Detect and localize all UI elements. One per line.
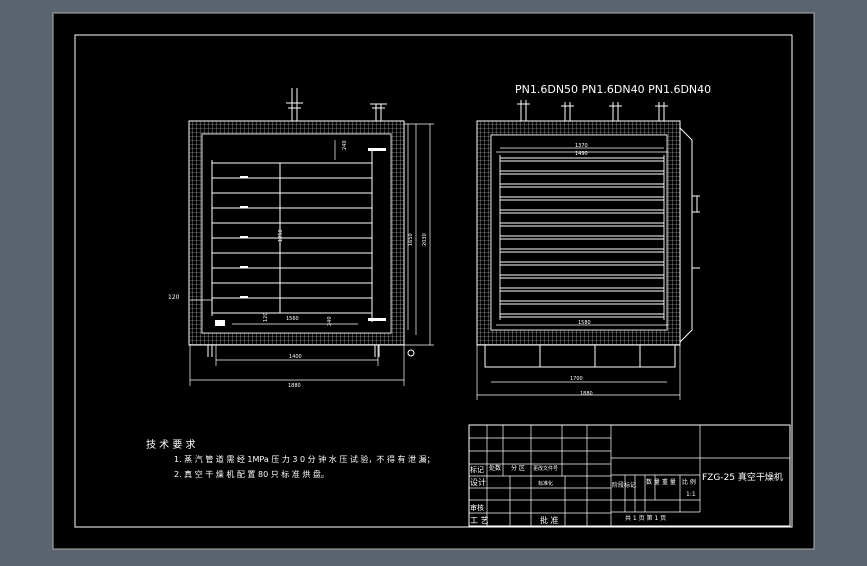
technical-notes: 技 术 要 求 1. 蒸 汽 管 道 需 经 1MPa 压 力 3 0 分 钟 …: [146, 438, 435, 479]
side-chamber: [490, 134, 668, 331]
tb-scale-value: 1:1: [686, 491, 696, 498]
tb-label-fenqu: 分 区: [511, 464, 525, 472]
side-top-pipes: [517, 100, 668, 121]
tb-label-shenhe: 审核: [470, 503, 484, 512]
drawing-sheet: [52, 12, 815, 550]
notes-heading: 技 术 要 求: [146, 438, 196, 451]
dim-right-outer: 2030: [422, 233, 428, 246]
side-shelves: [499, 155, 665, 320]
dim-side-top-2: 1490: [575, 151, 588, 157]
pipe-spec-label: PN1.6DN50 PN1.6DN40 PN1.6DN40: [515, 83, 711, 96]
front-shelves: [211, 150, 373, 322]
side-door: [679, 127, 700, 343]
notes-item-2: 2. 真 空 干 燥 机 配 置 80 只 标 准 烘 盘。: [174, 469, 329, 479]
dim-side-outer: 1880: [580, 391, 593, 397]
tb-label-gongyi: 工 艺: [470, 516, 489, 525]
tb-label-chushu: 处数: [489, 464, 501, 472]
dim-right-inner: 1650: [408, 233, 414, 246]
dim-shelf-width: 1560: [286, 316, 299, 322]
side-base-frame: [484, 344, 676, 368]
dim-side-shelf: 1580: [578, 320, 591, 326]
front-dimension-lines: [189, 123, 434, 386]
tb-label-biaoji: 标记: [470, 465, 484, 474]
title-block: 标记 处数 分 区 更改文件号 设计 标准化 审核 工 艺 批 准 阶段标记 数…: [468, 424, 791, 527]
tb-label-shuliang: 数 量: [646, 478, 660, 486]
front-bottom-fittings: [207, 345, 415, 357]
title-block-frame: [468, 424, 791, 527]
dim-left-120: 120: [168, 294, 180, 301]
dim-side-top-1: 1370: [575, 143, 588, 149]
notes-item-1: 1. 蒸 汽 管 道 需 经 1MPa 压 力 3 0 分 钟 水 压 试 验，…: [174, 454, 435, 464]
front-view: 240 120 1250 1650 2030 120 1560 240 1400…: [168, 88, 434, 389]
title-block-grid: [469, 425, 790, 526]
drawing-border: [74, 34, 793, 528]
dim-bottom-120: 120: [263, 312, 269, 322]
dim-side-inner: 1700: [570, 376, 583, 382]
side-dimension-lines: [476, 147, 681, 400]
dim-width-outer: 1880: [288, 383, 301, 389]
tb-label-pizhun: 批 准: [540, 515, 559, 525]
side-view: 1370 1490 1580 1700 1880: [476, 100, 700, 400]
front-chamber: [201, 133, 392, 334]
dim-bottom-240: 240: [327, 316, 333, 326]
dim-shelf-height: 1250: [278, 229, 284, 242]
dim-width-inner: 1400: [289, 354, 302, 360]
dim-top-small: 240: [342, 140, 348, 150]
tb-label-bili: 比 例: [682, 478, 696, 486]
front-top-pipes: [286, 88, 387, 121]
tb-label-sheji: 设计: [470, 477, 486, 487]
tb-title: FZG-25 真空干燥机: [702, 471, 783, 483]
front-shelf-marks: [215, 148, 386, 326]
tb-label-gengai: 更改文件号: [533, 465, 558, 472]
tb-label-jieduan: 阶段标记: [612, 481, 636, 489]
tb-label-zhongliang: 重 量: [662, 478, 676, 486]
tb-label-biaozhun: 标准化: [538, 480, 553, 487]
tb-sheet-info: 共 1 页 第 1 页: [625, 514, 666, 522]
